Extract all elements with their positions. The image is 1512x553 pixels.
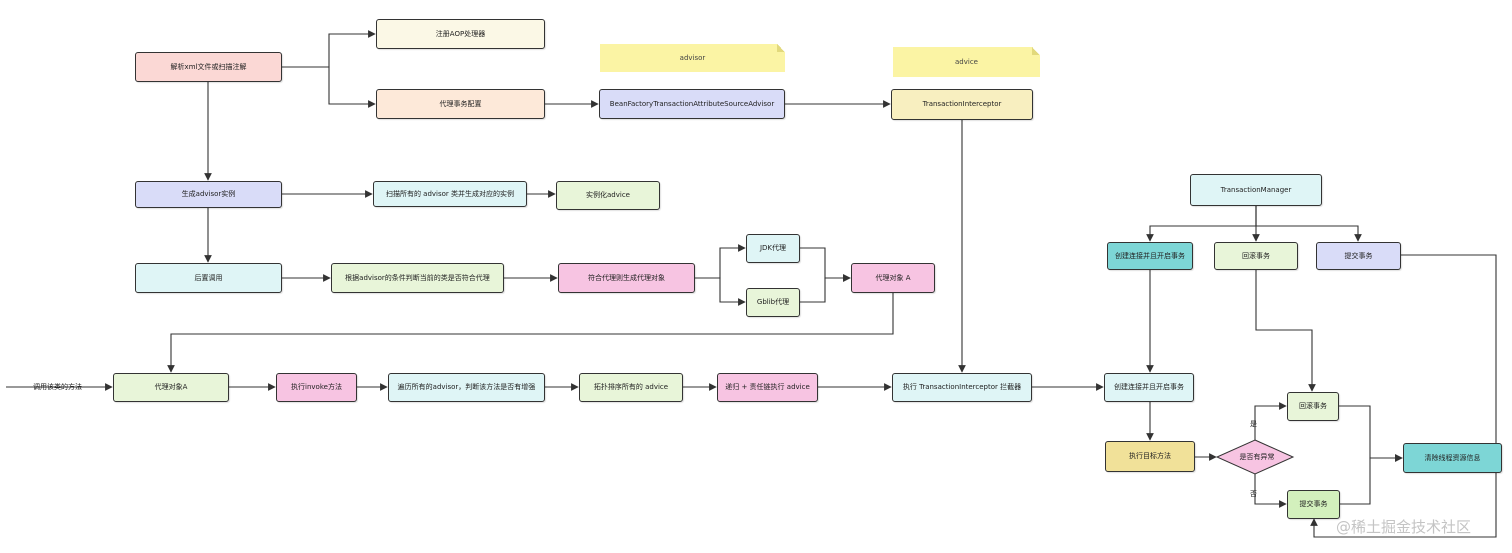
node-rollback-tx[interactable]: 回滚事务 <box>1287 392 1339 421</box>
node-sort-advice[interactable]: 拓扑排序所有的 advice <box>579 373 683 402</box>
node-parse-xml[interactable]: 解析xml文件或扫描注解 <box>135 52 282 82</box>
node-create-conn-tx[interactable]: 创建连接并且开启事务 <box>1104 373 1194 402</box>
node-exec-invoke[interactable]: 执行invoke方法 <box>276 373 357 402</box>
node-bftas-advisor[interactable]: BeanFactoryTransactionAttributeSourceAdv… <box>599 89 785 119</box>
node-exec-target[interactable]: 执行目标方法 <box>1105 441 1195 472</box>
node-recursive-exec[interactable]: 递归 + 责任链执行 advice <box>717 373 818 402</box>
node-clear-thread[interactable]: 清除线程资源信息 <box>1403 443 1502 473</box>
edge-parse-to-proxy-config <box>282 66 376 108</box>
node-jdk-proxy[interactable]: JDK代理 <box>746 234 800 263</box>
exception-decision-diamond <box>1215 439 1295 475</box>
note-advisor: advisor <box>600 44 785 72</box>
edge-parse-to-register <box>282 30 376 68</box>
edge-gen-proxy-to-jdk <box>695 244 746 279</box>
node-post-call[interactable]: 后置调用 <box>135 263 282 293</box>
edge-tm-to-create <box>1146 206 1257 242</box>
node-exec-interceptor[interactable]: 执行 TransactionInterceptor 拦截器 <box>892 373 1032 402</box>
node-traverse-advisor[interactable]: 遍历所有的advisor，判断该方法是否有增强 <box>388 373 545 402</box>
node-tm-create-conn[interactable]: 创建连接并且开启事务 <box>1107 242 1193 270</box>
edge-tm-to-commit <box>1255 206 1362 242</box>
node-proxy-obj-a2[interactable]: 代理对象A <box>113 373 229 402</box>
node-gen-advisor[interactable]: 生成advisor实例 <box>135 181 282 208</box>
node-tm-rollback[interactable]: 回滚事务 <box>1214 242 1298 270</box>
node-register-aop[interactable]: 注册AOP处理器 <box>376 19 545 49</box>
label-yes: 是 <box>1250 420 1257 428</box>
edge-diamond-yes <box>1254 402 1287 440</box>
watermark: @稀土掘金技术社区 <box>1336 518 1472 536</box>
edge-rollback-to-clear <box>1339 405 1403 462</box>
node-tx-manager[interactable]: TransactionManager <box>1190 174 1322 206</box>
node-tm-commit[interactable]: 提交事务 <box>1316 242 1401 270</box>
node-instantiate-advice[interactable]: 实例化advice <box>556 181 660 210</box>
edge-diamond-no <box>1254 474 1287 508</box>
node-proxy-tx-config[interactable]: 代理事务配置 <box>376 89 545 119</box>
node-gen-proxy[interactable]: 符合代理则生成代理对象 <box>558 263 695 293</box>
label-no: 否 <box>1250 490 1257 498</box>
edge-cglib-to-proxy-a <box>800 274 851 303</box>
edge-proxy-a-loop-back <box>167 293 894 373</box>
node-tx-interceptor[interactable]: TransactionInterceptor <box>891 89 1033 120</box>
edge-commit-to-clear <box>1340 454 1403 505</box>
node-commit-tx[interactable]: 提交事务 <box>1287 490 1340 519</box>
node-judge-proxy[interactable]: 根据advisor的条件判断当前的类是否符合代理 <box>331 263 504 293</box>
note-advice: advice <box>893 47 1040 77</box>
edge-tm-commit-around <box>1310 254 1497 538</box>
edge-tm-rollback-down <box>1255 270 1316 392</box>
node-proxy-obj-a1[interactable]: 代理对象 A <box>851 263 935 293</box>
node-is-exception[interactable]: 是否有异常 <box>1239 453 1275 461</box>
edge-jdk-to-proxy-a <box>800 247 851 282</box>
edge-gen-proxy-to-cglib <box>695 277 746 306</box>
node-cglib-proxy[interactable]: Gblib代理 <box>746 288 800 317</box>
label-call-method: 调用该类的方法 <box>33 383 82 391</box>
node-scan-advisor[interactable]: 扫描所有的 advisor 类并生成对应的实例 <box>373 181 527 207</box>
